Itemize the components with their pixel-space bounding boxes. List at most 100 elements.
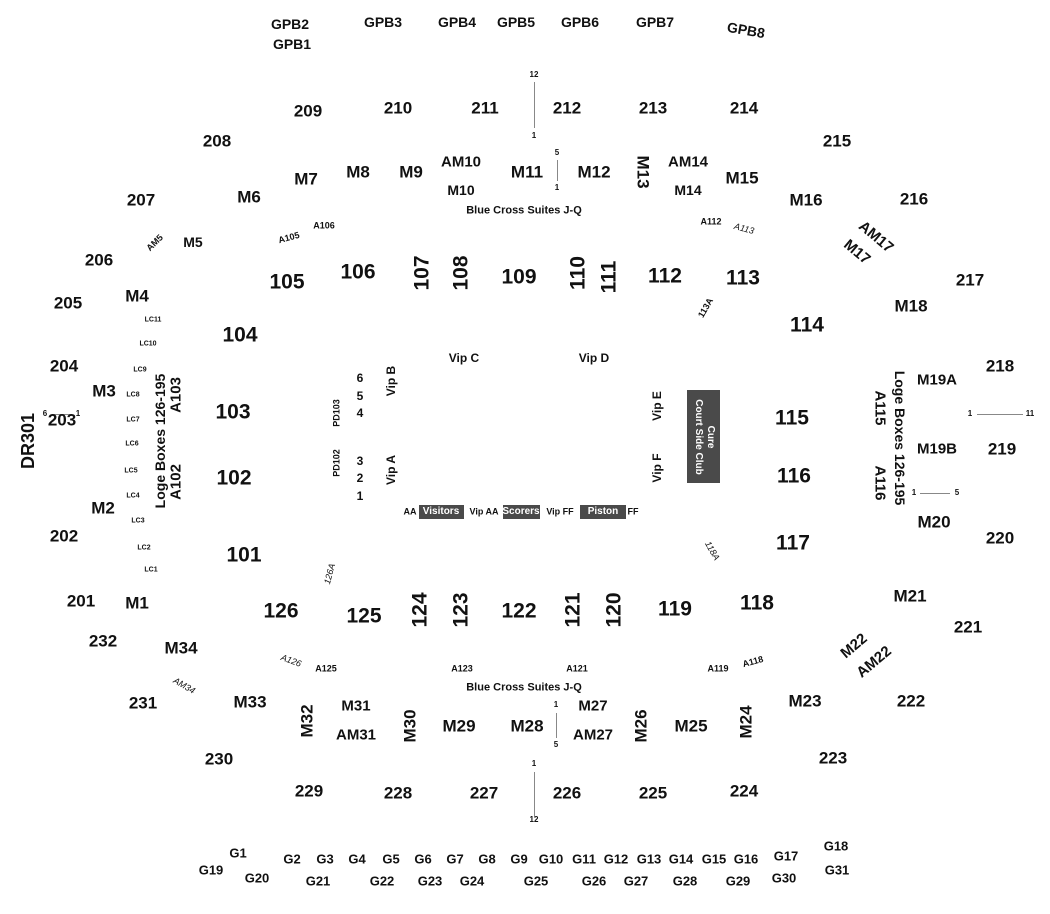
g-rows-label-g17[interactable]: G17 xyxy=(773,848,799,864)
g-rows-label-g23[interactable]: G23 xyxy=(417,873,443,889)
court-label-scorers[interactable]: Scorers xyxy=(502,506,540,517)
scorers-table-box[interactable] xyxy=(503,505,540,519)
lower-sections-label-s121[interactable]: 121 xyxy=(561,592,585,628)
loge-label-lc4[interactable]: LC4 xyxy=(126,492,140,500)
court-label-r6[interactable]: 6 xyxy=(356,371,364,385)
mezzanine-label-m27[interactable]: M27 xyxy=(578,697,608,715)
aisles-label-a116[interactable]: A116 xyxy=(871,465,889,501)
loge-label-lc7[interactable]: LC7 xyxy=(126,416,140,424)
g-rows-label-g15[interactable]: G15 xyxy=(701,851,727,867)
gpb-label-gpb6[interactable]: GPB6 xyxy=(560,14,600,30)
lower-sections-label-s115[interactable]: 115 xyxy=(775,406,809,430)
loge-label-lc9[interactable]: LC9 xyxy=(133,366,147,374)
mezzanine-label-m18[interactable]: M18 xyxy=(894,296,928,316)
mezzanine-label-am34[interactable]: AM34 xyxy=(171,675,197,696)
g-rows-label-g21[interactable]: G21 xyxy=(305,873,331,889)
suites-label-bottom[interactable]: Blue Cross Suites J-Q xyxy=(466,681,582,694)
aisles-label-a118[interactable]: A118 xyxy=(741,653,765,670)
lower-sections-label-s111[interactable]: 111 xyxy=(597,260,621,294)
g-rows-label-g14[interactable]: G14 xyxy=(668,851,694,867)
g-rows-label-g29[interactable]: G29 xyxy=(725,873,751,889)
suites-label-top[interactable]: Blue Cross Suites J-Q xyxy=(466,204,582,217)
mezzanine-label-m25[interactable]: M25 xyxy=(674,716,708,736)
g-rows-label-g12[interactable]: G12 xyxy=(603,851,629,867)
loge-label-lc10[interactable]: LC10 xyxy=(139,340,157,348)
visitors-bench-box[interactable] xyxy=(419,505,464,519)
mezzanine-label-m9[interactable]: M9 xyxy=(399,162,423,182)
piston-bench-box[interactable] xyxy=(580,505,626,519)
loge-label-lc6[interactable]: LC6 xyxy=(125,440,139,448)
mezzanine-label-m23[interactable]: M23 xyxy=(788,691,822,711)
g-rows-label-g9[interactable]: G9 xyxy=(510,851,528,867)
mezzanine-label-m33[interactable]: M33 xyxy=(233,692,267,712)
mezzanine-label-m19b[interactable]: M19B xyxy=(916,440,958,458)
lower-sections-label-s102[interactable]: 102 xyxy=(216,466,252,490)
lower-sections-label-s118[interactable]: 118 xyxy=(740,591,774,615)
g-rows-label-g3[interactable]: G3 xyxy=(316,851,334,867)
g-rows-label-g7[interactable]: G7 xyxy=(446,851,464,867)
mezzanine-label-m28[interactable]: M28 xyxy=(510,716,544,736)
g-rows-label-g5[interactable]: G5 xyxy=(382,851,400,867)
upper-sections-label-s209[interactable]: 209 xyxy=(293,101,323,121)
lower-sections-label-s105[interactable]: 105 xyxy=(269,270,305,294)
loge-boxes-left[interactable]: Loge Boxes 126-195 xyxy=(152,373,168,509)
lower-sections-label-s108[interactable]: 108 xyxy=(449,255,473,291)
upper-sections-label-s214[interactable]: 214 xyxy=(729,98,759,118)
g-rows-label-g18[interactable]: G18 xyxy=(823,838,849,854)
court-label-r3[interactable]: 3 xyxy=(356,454,364,468)
upper-sections-label-s232[interactable]: 232 xyxy=(88,631,118,651)
lower-sections-label-s123[interactable]: 123 xyxy=(449,592,473,628)
aisles-label-a125[interactable]: A125 xyxy=(315,663,337,674)
upper-sections-label-s230[interactable]: 230 xyxy=(204,749,234,769)
mezzanine-label-m21[interactable]: M21 xyxy=(893,586,927,606)
aisles-label-a102[interactable]: A102 xyxy=(167,464,185,500)
aisles-label-a106[interactable]: A106 xyxy=(313,220,335,231)
aisles-label-a121[interactable]: A121 xyxy=(566,663,588,674)
aisles-label-a103[interactable]: A103 xyxy=(167,377,185,413)
court-label-ff[interactable]: FF xyxy=(627,506,639,517)
court-label-pd102[interactable]: PD102 xyxy=(331,449,342,477)
court-label-vip_c[interactable]: Vip C xyxy=(448,351,480,365)
mezzanine-label-m11[interactable]: M11 xyxy=(510,162,544,182)
gpb-label-gpb5[interactable]: GPB5 xyxy=(496,14,536,30)
aisles-label-a126[interactable]: A126 xyxy=(279,652,303,669)
mezzanine-label-m3[interactable]: M3 xyxy=(92,381,116,401)
mezzanine-label-m2[interactable]: M2 xyxy=(91,498,115,518)
upper-sections-label-s229[interactable]: 229 xyxy=(294,781,324,801)
loge-boxes-right[interactable]: Loge Boxes 126-195 xyxy=(892,370,908,506)
lower-sections-label-s113[interactable]: 113 xyxy=(726,266,760,290)
mezzanine-label-am14[interactable]: AM14 xyxy=(667,153,709,171)
lower-sections-label-s110[interactable]: 110 xyxy=(566,256,590,290)
court-label-r5[interactable]: 5 xyxy=(356,389,364,403)
court-label-vip_d[interactable]: Vip D xyxy=(578,351,610,365)
loge-label-lc2[interactable]: LC2 xyxy=(137,544,151,552)
court-label-vip_f[interactable]: Vip F xyxy=(650,453,664,483)
court-label-piston[interactable]: Piston xyxy=(587,506,619,517)
mezzanine-label-am5[interactable]: AM5 xyxy=(144,232,165,253)
upper-sections-label-s227[interactable]: 227 xyxy=(469,783,499,803)
upper-sections-label-s217[interactable]: 217 xyxy=(955,270,985,290)
aisles-label-a115[interactable]: A115 xyxy=(871,390,889,426)
mezzanine-label-m20[interactable]: M20 xyxy=(917,512,951,532)
court-label-r2[interactable]: 2 xyxy=(356,471,364,485)
upper-sections-label-s219[interactable]: 219 xyxy=(987,439,1017,459)
court-label-r4[interactable]: 4 xyxy=(356,406,364,420)
court-label-vip_a[interactable]: Vip A xyxy=(384,454,398,486)
g-rows-label-g13[interactable]: G13 xyxy=(636,851,662,867)
lower-sections-label-s118a[interactable]: 118A xyxy=(703,539,722,563)
aisles-label-a105[interactable]: A105 xyxy=(277,229,301,246)
upper-sections-label-s207[interactable]: 207 xyxy=(126,190,156,210)
court-label-pd103[interactable]: PD103 xyxy=(331,399,342,427)
mezzanine-label-m16[interactable]: M16 xyxy=(789,190,823,210)
gpb-label-gpb2[interactable]: GPB2 xyxy=(270,16,310,32)
lower-sections-label-s126a[interactable]: 126A xyxy=(321,562,338,586)
lower-sections-label-s124[interactable]: 124 xyxy=(408,592,432,628)
upper-sections-label-s224[interactable]: 224 xyxy=(729,781,759,801)
g-rows-label-g30[interactable]: G30 xyxy=(771,870,797,886)
lower-sections-label-s101[interactable]: 101 xyxy=(226,543,262,567)
lower-sections-label-s125[interactable]: 125 xyxy=(346,604,382,628)
loge-label-lc1[interactable]: LC1 xyxy=(144,566,158,574)
loge-label-lc3[interactable]: LC3 xyxy=(131,517,145,525)
lower-sections-label-s120[interactable]: 120 xyxy=(602,592,626,628)
upper-sections-label-s221[interactable]: 221 xyxy=(953,617,983,637)
